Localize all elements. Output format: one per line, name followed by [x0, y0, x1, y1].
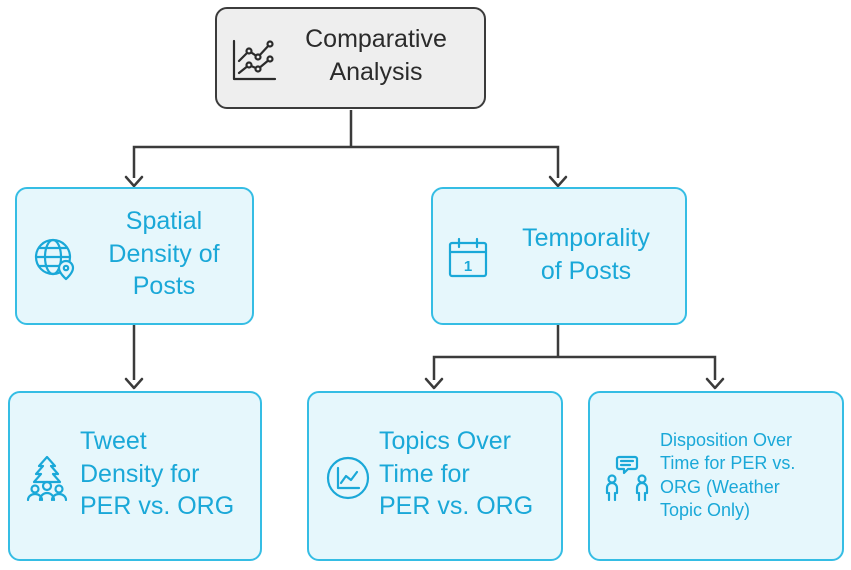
line-chart-icon [232, 39, 277, 81]
label-line: Topic Only) [660, 500, 751, 521]
edge-root-to-children [132, 110, 560, 178]
label-line: Spatial [125, 207, 203, 235]
label-line: Tweet [80, 427, 147, 455]
label-line: Analysis [329, 57, 423, 86]
label-line: PER vs. ORG [80, 492, 235, 520]
node-label: Spatial Density of Posts [89, 205, 239, 303]
label-line: Time for PER vs. [660, 453, 796, 474]
node-temporality: 1 Temporality of Posts [431, 187, 687, 325]
node-disposition: Disposition Over Time for PER vs. ORG (W… [588, 391, 844, 561]
label-line: Time for [379, 459, 470, 488]
edge-temporality-to-children [432, 325, 717, 380]
node-label: Comparative Analysis [281, 23, 471, 88]
arrowhead [705, 377, 725, 390]
label-line: of Posts [540, 256, 632, 285]
node-label: Disposition Over Time for PER vs. ORG (W… [660, 429, 842, 523]
label-line: Posts [132, 272, 196, 300]
label-line: Density for [80, 459, 200, 488]
calendar-icon: 1 [448, 237, 488, 278]
node-tweet-density: Tweet Density for PER vs. ORG [8, 391, 262, 561]
node-spatial-density: Spatial Density of Posts [15, 187, 254, 325]
arrowhead [548, 175, 568, 188]
svg-text:1: 1 [464, 258, 472, 275]
people-chat-icon [605, 455, 649, 501]
node-topics-over-time: Topics Over Time for PER vs. ORG [307, 391, 563, 561]
label-line: Temporality [522, 224, 650, 252]
node-label: Temporality of Posts [501, 222, 671, 287]
label-line: Topics Over [379, 427, 511, 455]
label-line: Disposition Over [660, 430, 793, 450]
node-label: Topics Over Time for PER vs. ORG [379, 425, 561, 523]
label-line: Density of [108, 239, 220, 268]
label-line: Comparative [305, 25, 447, 53]
label-line: ORG (Weather [660, 476, 780, 497]
trend-circle-icon [326, 456, 370, 500]
label-line: PER vs. ORG [379, 492, 534, 520]
globe-pin-icon [34, 238, 75, 281]
arrowhead [124, 175, 144, 188]
arrowhead [424, 377, 444, 390]
tree-people-icon [26, 455, 68, 501]
node-label: Tweet Density for PER vs. ORG [80, 425, 260, 523]
node-comparative-analysis: Comparative Analysis [215, 7, 486, 109]
arrowhead [124, 377, 144, 390]
